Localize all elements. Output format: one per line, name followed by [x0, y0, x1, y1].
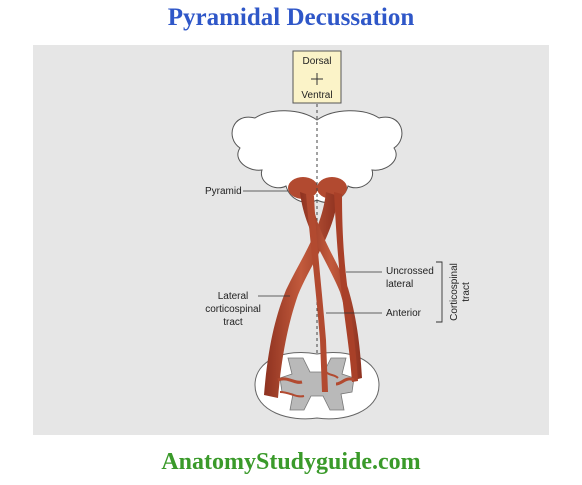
anterior-tract [306, 194, 328, 392]
lateral-label-line2: corticospinal [205, 304, 261, 315]
uncrossed-label-line2: lateral [386, 279, 413, 290]
pyramid-label: Pyramid [205, 186, 242, 197]
uncrossed-lateral-tract [334, 192, 358, 382]
bracket-label-line1: Corticospinal [449, 263, 460, 321]
lateral-corticospinal-label: Lateral corticospinal tract [205, 291, 290, 328]
ventral-label: Ventral [301, 90, 332, 101]
left-pyramid [288, 177, 318, 199]
lateral-label-line3: tract [223, 317, 243, 328]
corticospinal-tracts [264, 192, 362, 398]
page-title: Pyramidal Decussation [167, 4, 415, 31]
dorsal-label: Dorsal [303, 56, 332, 67]
corticospinal-bracket [436, 261, 443, 323]
anterior-label: Anterior [326, 308, 422, 319]
lateral-label-line1: Lateral [218, 291, 249, 302]
uncrossed-lateral-label: Uncrossed lateral [346, 266, 434, 290]
anterior-label-text: Anterior [386, 308, 422, 319]
bracket-label-line2: tract [461, 282, 472, 302]
uncrossed-label-line1: Uncrossed [386, 266, 434, 277]
orientation-box: Dorsal Ventral [292, 50, 342, 104]
footer-site-name: AnatomyStudyguide.com [161, 449, 421, 475]
corticospinal-bracket-label: Corticospinal tract [449, 263, 472, 321]
